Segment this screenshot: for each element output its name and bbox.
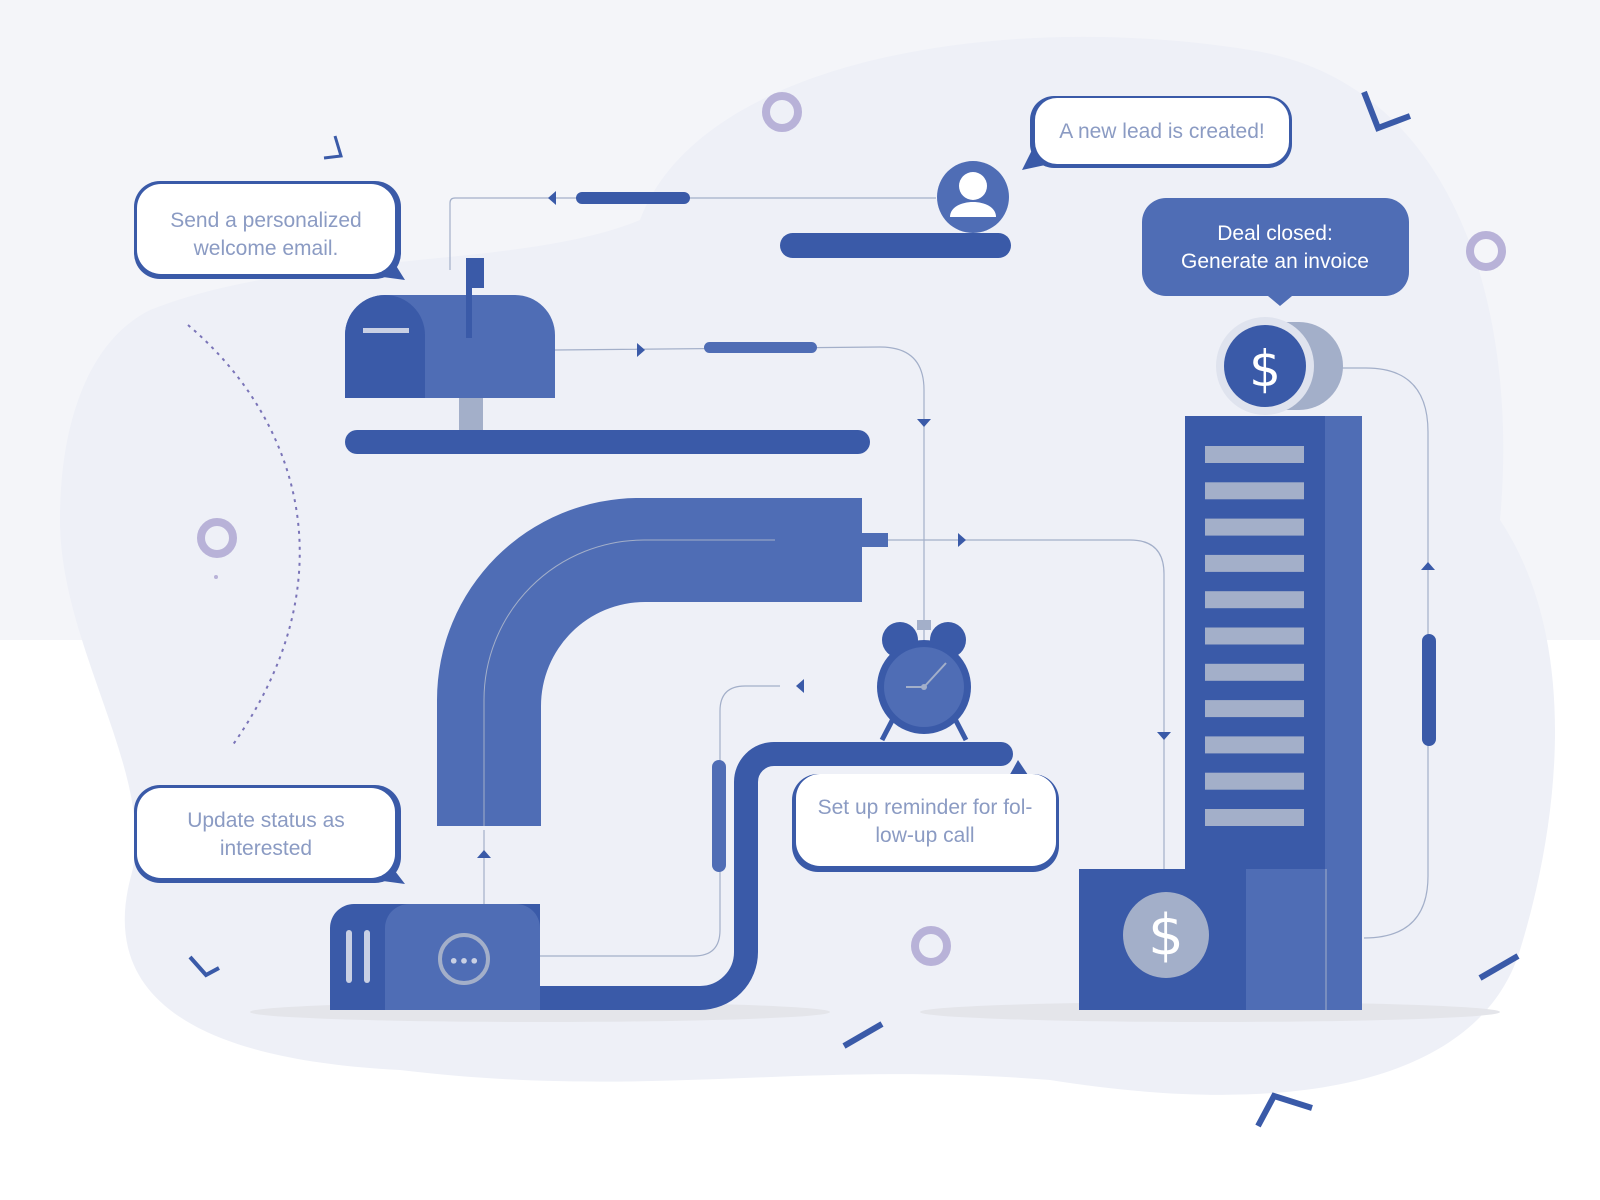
dollar-coin-icon: $: [1216, 317, 1343, 415]
building-window: [1205, 736, 1304, 754]
building-window: [1205, 518, 1304, 536]
arrowheads: [477, 191, 1435, 858]
mailbox-platform: [345, 430, 870, 454]
connector-bars: [576, 192, 1436, 872]
building-window: [1205, 446, 1304, 463]
user-icon: [937, 161, 1009, 233]
step-bubble-reminder: Set up reminder for fol- low-up call: [792, 760, 1059, 872]
building-icon: $: [1079, 416, 1362, 1010]
svg-text:$: $: [1148, 903, 1184, 968]
building-window: [1205, 627, 1304, 645]
building-window: [1205, 663, 1304, 681]
bubble-text: A new lead is created!: [1059, 120, 1264, 143]
svg-text:$: $: [1249, 340, 1281, 398]
router-box-icon: •••: [330, 904, 540, 1010]
user-platform: [780, 233, 1011, 258]
bubble-text-line2: Generate an invoice: [1181, 250, 1369, 273]
ring-decor: [197, 92, 1506, 966]
bubble-text-line2: welcome email.: [193, 237, 339, 260]
step-bubble-new-lead: A new lead is created!: [1022, 96, 1292, 170]
step-bubble-update-status: Update status as interested: [134, 785, 405, 884]
step-bubble-deal-closed: Deal closed: Generate an invoice: [1142, 198, 1409, 306]
alarm-clock-icon: [877, 620, 971, 742]
dotted-arc-decor: [187, 324, 301, 747]
step-bubble-welcome-email: Send a personalized welcome email.: [134, 181, 405, 280]
dot-decor: [214, 575, 218, 579]
bubble-text-line1: Deal closed:: [1217, 222, 1333, 245]
building-window: [1205, 554, 1304, 572]
svg-text:•••: •••: [449, 952, 480, 971]
bubble-text-line1: Set up reminder for fol-: [818, 796, 1033, 819]
lower-pipe: [528, 742, 1013, 1010]
building-window: [1205, 772, 1304, 790]
bubble-text-line2: interested: [220, 837, 312, 860]
mailbox-icon: [345, 258, 555, 430]
pipe-shape: [437, 498, 888, 826]
building-window: [1205, 591, 1304, 609]
chevron-decor: [188, 90, 1520, 1128]
bubble-text-line1: Update status as: [187, 809, 345, 832]
building-window: [1205, 700, 1304, 718]
bubble-text-line2: low-up call: [875, 824, 974, 847]
building-window: [1205, 482, 1304, 500]
bubble-text-line1: Send a personalized: [170, 209, 361, 232]
building-window: [1205, 809, 1304, 826]
